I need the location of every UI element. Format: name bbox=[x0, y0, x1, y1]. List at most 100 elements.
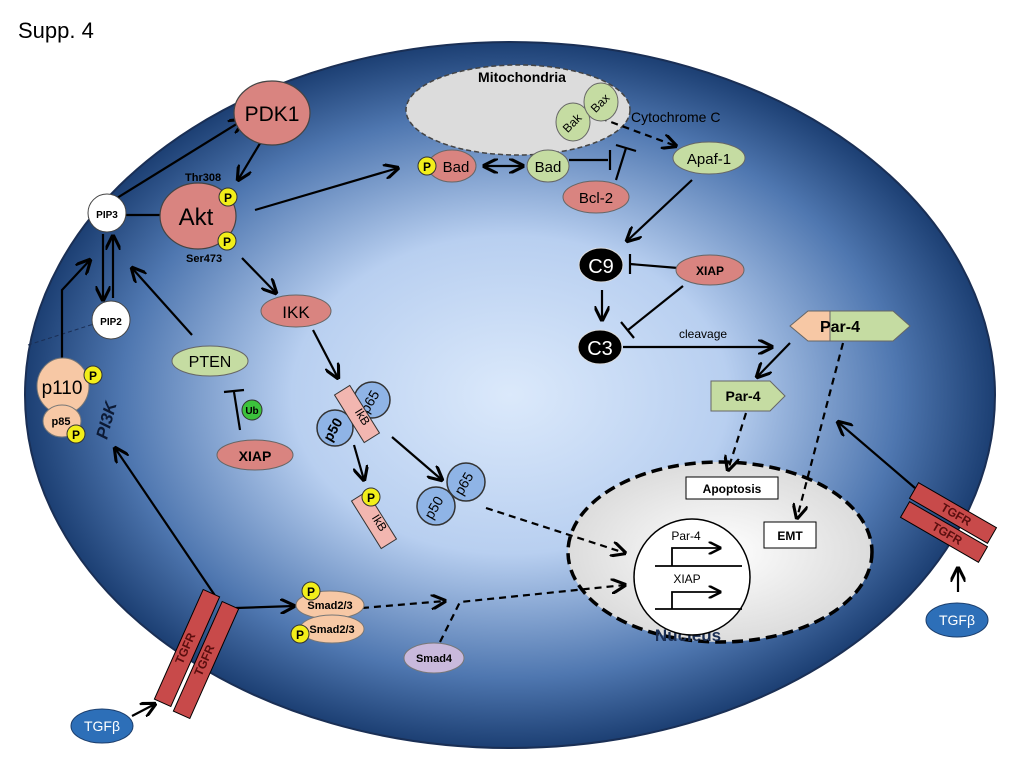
bad-label: Bad bbox=[535, 159, 562, 176]
inhibit-xiap-c9 bbox=[629, 262, 679, 270]
c9-node[interactable] bbox=[578, 247, 624, 283]
p85-phospho bbox=[66, 424, 86, 444]
inhibit-xiap-c3-bar bbox=[620, 321, 635, 339]
inhibit-bcl2-bak bbox=[614, 147, 628, 181]
c3-node[interactable] bbox=[577, 329, 623, 365]
edge-smad4-nucleus bbox=[439, 585, 625, 643]
bcl2-label: Bcl-2 bbox=[579, 190, 613, 207]
bad-p-label: Bad bbox=[443, 159, 470, 176]
ikk-node[interactable] bbox=[260, 294, 332, 328]
c3-label: C3 bbox=[587, 338, 613, 360]
pip3-node[interactable] bbox=[87, 193, 127, 233]
smad4-node[interactable] bbox=[403, 642, 465, 674]
edge-smad-nucleus bbox=[361, 601, 445, 608]
inhibit-xiap-pten bbox=[232, 391, 242, 431]
apaf1-node[interactable] bbox=[672, 141, 746, 175]
edge-complex-ikb bbox=[354, 444, 364, 480]
ikb-phospho bbox=[361, 487, 381, 507]
smad4-label: Smad4 bbox=[416, 653, 453, 665]
edge-tgfr-pi3k bbox=[115, 448, 219, 601]
bax-node[interactable] bbox=[583, 82, 619, 122]
dashed-edges bbox=[361, 116, 845, 643]
tgfb-right-label: TGFβ bbox=[939, 612, 975, 628]
tgfb-left-node[interactable] bbox=[70, 708, 134, 744]
par4-cleaved-shape bbox=[710, 380, 786, 412]
bad-phospho-label: P bbox=[423, 160, 431, 174]
ub-label: Ub bbox=[245, 406, 258, 417]
p110-label: p110 bbox=[42, 378, 83, 399]
tgfr-left-b bbox=[172, 600, 240, 720]
akt-phospho-top bbox=[218, 187, 238, 207]
edge-p110-pip3 bbox=[60, 260, 90, 362]
smad23-b-label: Smad2/3 bbox=[309, 624, 354, 636]
gene-par4-promoter bbox=[671, 548, 720, 566]
xiap-caspase-label: XIAP bbox=[696, 264, 724, 278]
smad23-b-phospho bbox=[290, 624, 310, 644]
apaf1-label: Apaf-1 bbox=[687, 151, 731, 168]
emt-label: EMT bbox=[777, 529, 803, 543]
edge-tgfb-tgfr-left bbox=[131, 704, 155, 716]
edge-ikk-complex bbox=[312, 329, 338, 378]
tgfr-right-b bbox=[899, 501, 989, 563]
par4-cleaved[interactable]: Par-4 bbox=[710, 380, 786, 412]
xiap-caspase-node[interactable] bbox=[675, 254, 745, 286]
gene-xiap-promoter bbox=[671, 592, 720, 609]
tgfr-left[interactable]: TGFR TGFR bbox=[153, 588, 240, 720]
ikb-free[interactable]: IkB P bbox=[350, 487, 398, 550]
edge-tgfr-right-par4 bbox=[838, 422, 916, 489]
ikb-free-rect bbox=[350, 490, 398, 550]
bad-node[interactable] bbox=[526, 149, 570, 183]
pdk1-node[interactable] bbox=[233, 80, 311, 146]
c9-label: C9 bbox=[588, 256, 614, 278]
pip3-label: PIP3 bbox=[96, 210, 118, 221]
p110-phospho bbox=[83, 365, 103, 385]
edge-par4-apoptosis bbox=[728, 412, 748, 470]
cleavage-label: cleavage bbox=[679, 327, 727, 341]
pip2-label: PIP2 bbox=[100, 317, 122, 328]
edge-par4full-emt bbox=[797, 342, 845, 518]
smad23-b-phospho-label: P bbox=[296, 628, 304, 642]
figure-label: Supp. 4 bbox=[18, 18, 94, 43]
par4-full[interactable]: Par-4 bbox=[789, 310, 911, 342]
edge-pten-pip3 bbox=[132, 268, 193, 336]
inhibit-xiap-c3 bbox=[627, 285, 684, 331]
nfkb-complex[interactable]: p65 p50 IkB bbox=[316, 381, 391, 447]
tgfb-right-node[interactable] bbox=[925, 602, 989, 638]
p110-phospho-label: P bbox=[89, 369, 97, 383]
xiap-pten-label: XIAP bbox=[239, 448, 272, 464]
thr308-label: Thr308 bbox=[185, 172, 221, 184]
par4-cleaved-label: Par-4 bbox=[725, 388, 760, 404]
ikk-label: IKK bbox=[282, 303, 310, 322]
pdk1-label: PDK1 bbox=[245, 103, 300, 126]
xiap-pten-node[interactable] bbox=[216, 439, 294, 471]
akt-label: Akt bbox=[179, 204, 214, 231]
tgfr-right-a bbox=[908, 482, 998, 544]
gene-xiap-label: XIAP bbox=[673, 572, 700, 586]
ser473-label: Ser473 bbox=[186, 253, 222, 265]
smad23-a-phospho-label: P bbox=[307, 585, 315, 599]
edge-pip3-pdk1 bbox=[116, 120, 243, 199]
p50-free bbox=[416, 486, 456, 526]
emt-box[interactable] bbox=[763, 521, 817, 549]
edge-pdk1-akt bbox=[238, 139, 263, 180]
inhibit-xiap-pten-bar bbox=[223, 388, 245, 394]
tgfr-right[interactable]: TGFR TGFR bbox=[899, 482, 998, 563]
edge-p50p65-nucleus bbox=[485, 506, 625, 553]
pten-label: PTEN bbox=[189, 354, 232, 371]
edge-apaf1-c9 bbox=[627, 179, 693, 241]
pip2-node[interactable] bbox=[91, 300, 131, 340]
complex-p50 bbox=[316, 409, 354, 447]
akt-phospho-bottom-label: P bbox=[223, 235, 231, 249]
pten-node[interactable] bbox=[171, 345, 249, 377]
akt-node[interactable] bbox=[159, 182, 237, 250]
apoptosis-box[interactable] bbox=[685, 476, 779, 500]
cytochrome-c-label: Cytochrome C bbox=[631, 109, 720, 125]
bak-node[interactable] bbox=[555, 102, 591, 142]
par4-full-label: Par-4 bbox=[820, 319, 860, 336]
mitochondria-label: Mitochondria bbox=[478, 69, 566, 85]
smad23-a-label: Smad2/3 bbox=[307, 600, 352, 612]
bcl2-node[interactable] bbox=[562, 180, 630, 214]
p50-p65-free[interactable]: p65 p50 bbox=[416, 462, 486, 526]
smad23-a-phospho bbox=[301, 581, 321, 601]
